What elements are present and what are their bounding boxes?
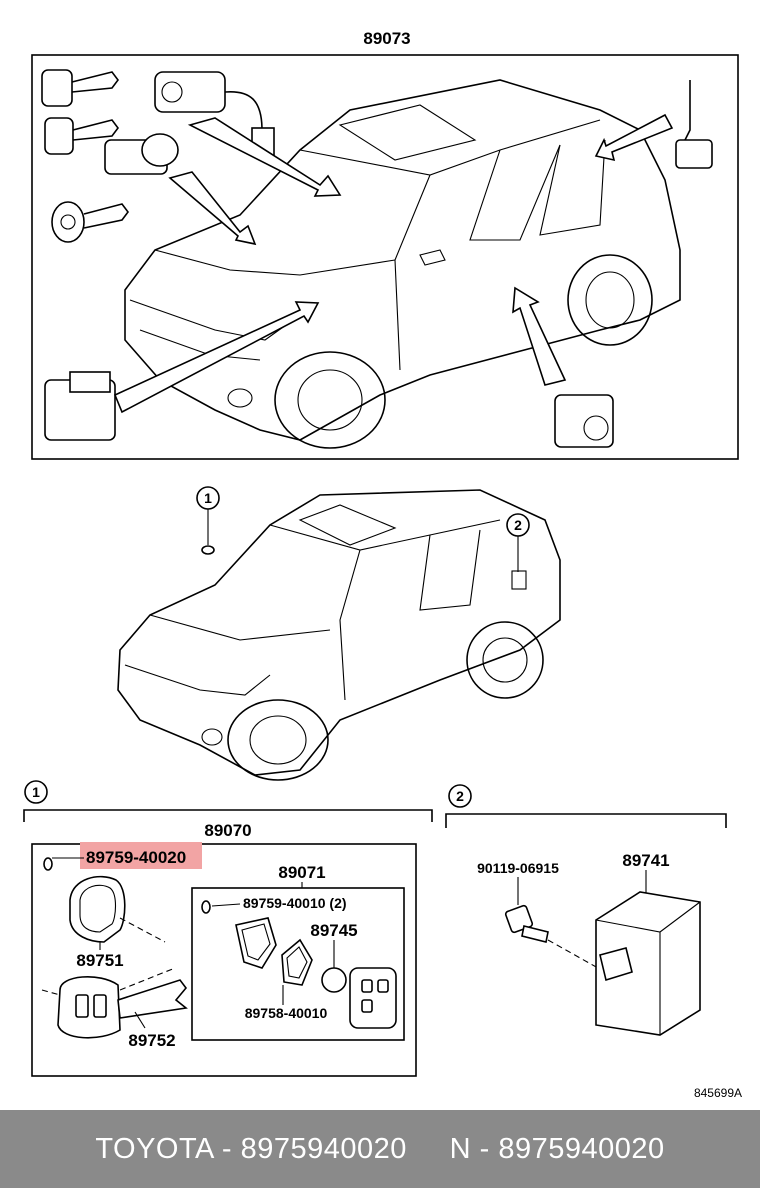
svg-text:2: 2 (514, 517, 522, 533)
lock-cylinder-illustration (44, 71, 713, 448)
section1-part-number: 89070 (204, 821, 251, 840)
svg-text:1: 1 (204, 490, 212, 506)
section1-box (31, 843, 417, 1077)
part-label-89752: 89752 (128, 1031, 175, 1050)
part-label-89751: 89751 (76, 951, 123, 970)
footer-bar: TOYOTA - 8975940020 N - 8975940020 (0, 1110, 760, 1188)
footer-part-numbers: TOYOTA - 8975940020 N - 8975940020 (95, 1132, 665, 1165)
key-shell-illustration (69, 875, 166, 950)
gasket-inner-illustration (281, 938, 313, 986)
battery-illustration (321, 967, 347, 993)
callout-1-marker: 1 (196, 486, 220, 555)
section-1-header: 1 (23, 780, 433, 822)
part-label-89071: 89071 (278, 863, 325, 882)
keypad-illustration (349, 967, 397, 1029)
key-illustration (41, 967, 188, 1039)
svg-text:2: 2 (456, 788, 464, 804)
callout-2-marker: 2 (506, 513, 530, 572)
locator-arrows (113, 113, 674, 414)
drawing-reference: 845699A (694, 1086, 742, 1100)
highlight-box (80, 842, 202, 869)
parts-diagram: 89073 (23, 29, 742, 1100)
top-panel-frame (31, 54, 739, 460)
vehicle-middle-illustration (117, 489, 561, 781)
part-label-89741: 89741 (622, 851, 669, 870)
top-part-number: 89073 (363, 29, 410, 48)
section-2-header: 2 (445, 784, 727, 828)
screw-icon (43, 857, 53, 871)
svg-text:1: 1 (32, 784, 40, 800)
part-label-89758-40010: 89758-40010 (245, 1005, 328, 1021)
bolt-illustration (504, 904, 599, 969)
screw-icon-small (201, 900, 211, 914)
part-label-90119-06915: 90119-06915 (477, 860, 559, 876)
key-set-illustration (41, 69, 179, 243)
control-module-illustration (595, 891, 701, 1036)
part-label-89759-40010: 89759-40010 (2) (243, 895, 347, 911)
highlighted-part-label: 89759-40020 (86, 848, 186, 867)
subassembly-box (191, 887, 405, 1041)
part-label-89745: 89745 (310, 921, 357, 940)
vehicle-top-illustration (124, 79, 681, 449)
